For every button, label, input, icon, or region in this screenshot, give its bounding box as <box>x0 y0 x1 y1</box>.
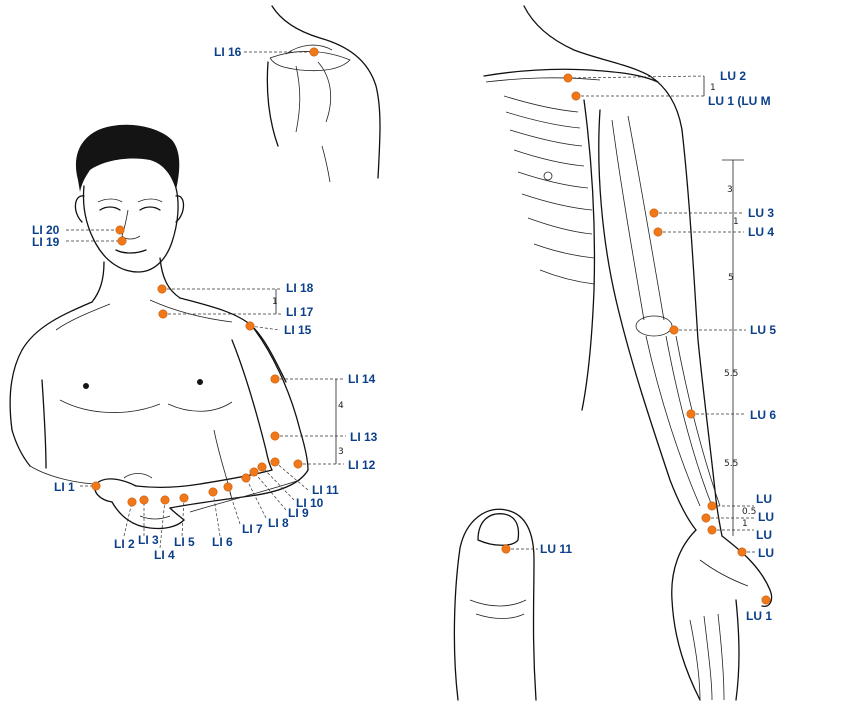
label-li12: LI 12 <box>348 458 376 472</box>
point-li4 <box>160 495 170 505</box>
lu-labels: LU 2 LU 1 (LU M LU 3 LU 4 LU 5 LU 6 LU L… <box>540 69 776 623</box>
point-li5 <box>179 493 189 503</box>
point-li10 <box>257 462 267 472</box>
point-li2 <box>127 497 137 507</box>
shoulder-sketch <box>266 5 381 183</box>
label-lu5: LU 5 <box>750 323 776 337</box>
label-li14: LI 14 <box>348 372 376 386</box>
point-li8 <box>241 473 251 483</box>
label-lu4: LU 4 <box>748 225 774 239</box>
label-li20: LI 20 <box>32 223 60 237</box>
point-li20 <box>115 225 125 235</box>
label-li18: LI 18 <box>286 281 314 295</box>
measure-upper-1: 1 <box>733 217 739 227</box>
point-li17 <box>158 309 168 319</box>
label-li7: LI 7 <box>242 522 263 536</box>
arm-figure <box>483 5 773 701</box>
label-li8: LI 8 <box>268 516 289 530</box>
label-li16: LI 16 <box>214 45 242 59</box>
point-lu9 <box>707 525 717 535</box>
measurement-numbers: 1 3 1 5 5.5 5.5 0.5 1 4 3 1 <box>272 83 756 529</box>
label-lu3: LU 3 <box>748 206 774 220</box>
measure-li-4: 4 <box>338 401 344 411</box>
thumb-detail <box>453 508 537 701</box>
label-li2: LI 2 <box>114 537 135 551</box>
label-lu8: LU <box>758 510 774 524</box>
point-lu6 <box>686 409 696 419</box>
measure-wrist-1: 1 <box>742 519 748 529</box>
label-li11: LI 11 <box>312 483 339 497</box>
point-lu11-thumb <box>501 544 511 554</box>
label-li15: LI 15 <box>284 323 312 337</box>
point-li18 <box>157 284 167 294</box>
point-lu2 <box>563 73 573 83</box>
lu-leader-lines <box>506 75 756 553</box>
lu-points <box>501 73 771 605</box>
hair-shape <box>75 124 180 192</box>
point-li1 <box>91 481 101 491</box>
label-lu11-hand: LU 1 <box>746 609 772 623</box>
point-li11 <box>270 457 280 467</box>
point-lu1 <box>571 91 581 101</box>
li-labels: LI 16 LI 20 LI 19 LI 18 LI 17 LI 15 LI 1… <box>32 45 378 562</box>
point-li15 <box>245 321 255 331</box>
label-li5: LI 5 <box>174 535 195 549</box>
label-lu11-thumb: LU 11 <box>540 542 572 556</box>
measure-fore-5-5-a: 5.5 <box>724 369 738 379</box>
measure-fore-5-5-b: 5.5 <box>724 459 738 469</box>
point-li9 <box>249 467 259 477</box>
label-li9: LI 9 <box>288 506 309 520</box>
label-lu6: LU 6 <box>750 408 776 422</box>
point-lu3 <box>649 208 659 218</box>
point-li12 <box>293 459 303 469</box>
point-lu11-hand <box>761 595 771 605</box>
point-li3 <box>139 495 149 505</box>
label-li17: LI 17 <box>286 305 314 319</box>
label-li10: LI 10 <box>296 496 324 510</box>
li-points <box>91 47 319 507</box>
label-lu2: LU 2 <box>720 69 746 83</box>
point-lu8 <box>701 513 711 523</box>
point-lu7 <box>707 501 717 511</box>
measure-li-1: 1 <box>272 297 278 307</box>
label-lu1: LU 1 (LU M <box>708 94 771 108</box>
point-li14 <box>270 374 280 384</box>
label-lu10: LU <box>758 546 774 560</box>
measure-wrist-0-5: 0.5 <box>742 507 756 517</box>
label-li19: LI 19 <box>32 235 60 249</box>
point-li19 <box>117 236 127 246</box>
point-lu5 <box>669 325 679 335</box>
point-li7 <box>223 482 233 492</box>
measure-li-3: 3 <box>338 447 344 457</box>
point-li6 <box>208 487 218 497</box>
point-lu10 <box>737 547 747 557</box>
point-li13 <box>270 431 280 441</box>
label-lu9: LU <box>756 528 772 542</box>
label-lu7: LU <box>756 492 772 506</box>
measure-shoulder-1: 1 <box>710 83 716 93</box>
label-li13: LI 13 <box>350 430 378 444</box>
measure-upper-5: 5 <box>728 273 734 283</box>
label-li4: LI 4 <box>154 548 175 562</box>
point-lu4 <box>653 227 663 237</box>
label-li3: LI 3 <box>138 533 159 547</box>
point-li16 <box>309 47 319 57</box>
measure-arm-3: 3 <box>727 185 733 195</box>
label-li1: LI 1 <box>54 480 75 494</box>
li-leader-lines <box>66 51 346 549</box>
label-li6: LI 6 <box>212 535 233 549</box>
